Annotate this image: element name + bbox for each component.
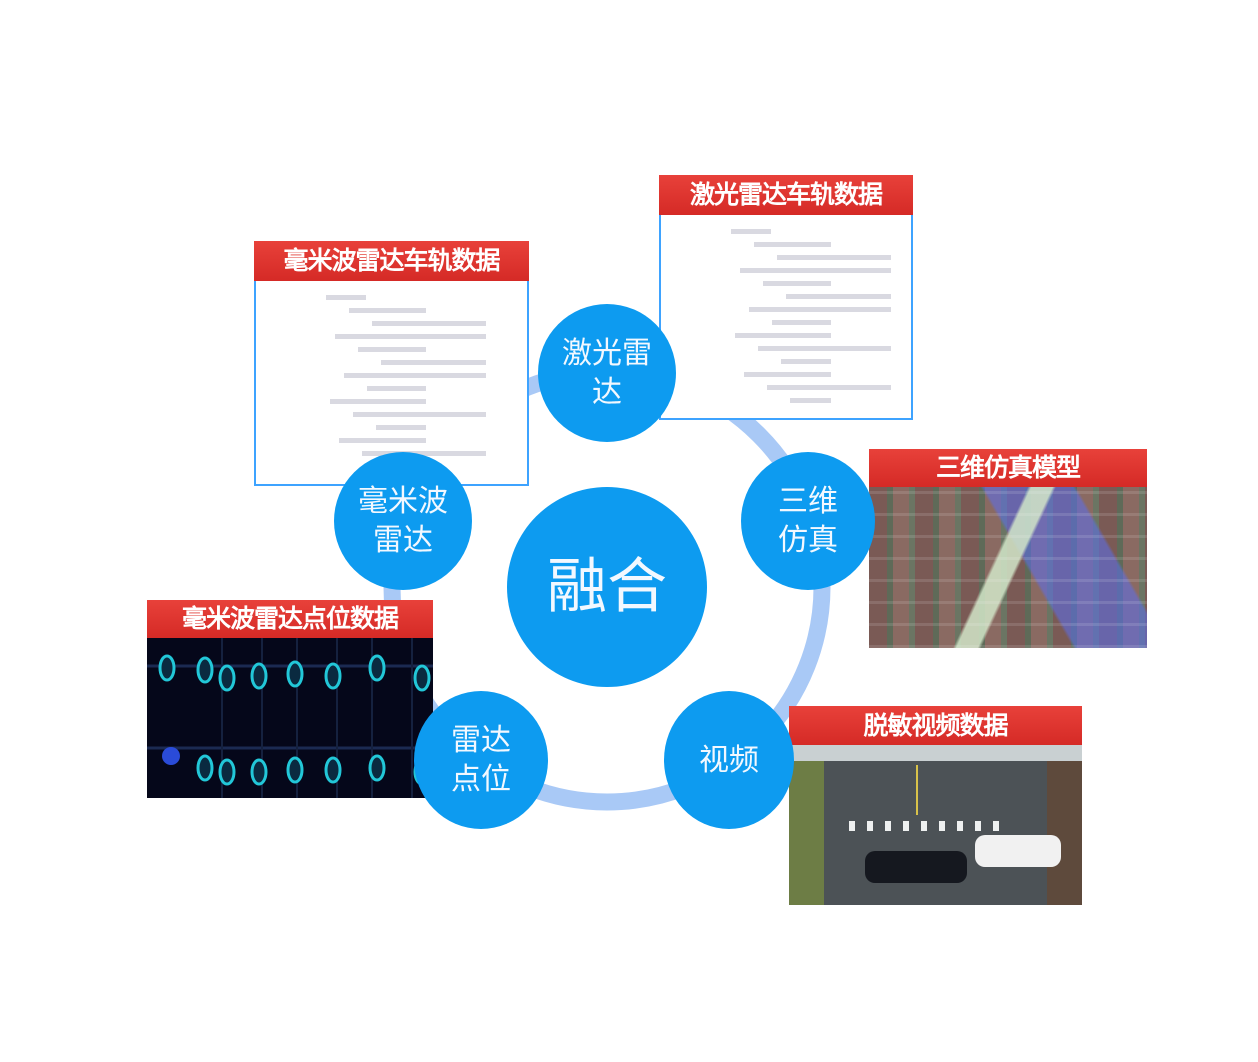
panel-title: 毫米波雷达车轨数据	[254, 241, 529, 281]
panel-lidar-track: 激光雷达车轨数据	[659, 175, 913, 420]
node-mmwave-radar: 毫米波雷达	[334, 452, 472, 590]
blurred-text-line	[749, 307, 891, 312]
blurred-text-line	[786, 294, 891, 299]
blurred-text-line	[362, 451, 486, 456]
blurred-text-line	[372, 321, 486, 326]
node-label: 激光雷达	[562, 336, 652, 410]
radar-marker	[250, 662, 268, 690]
blurred-text-line	[367, 386, 426, 391]
blurred-text-line	[754, 242, 831, 247]
selected-marker	[162, 747, 180, 765]
node-label: 三维仿真	[778, 484, 838, 558]
blurred-text-line	[758, 346, 891, 351]
blurred-text-line	[781, 359, 831, 364]
blurred-text-line	[358, 347, 426, 352]
radar-point-map	[147, 638, 433, 798]
panel-title: 毫米波雷达点位数据	[147, 600, 433, 638]
black-car	[865, 851, 967, 883]
blurred-text-line	[763, 281, 831, 286]
street-scene	[849, 765, 1061, 883]
blurred-text-line	[790, 398, 831, 403]
radar-marker	[286, 660, 304, 688]
radar-marker	[218, 664, 236, 692]
blurred-text-line	[353, 412, 486, 417]
panel-video: 脱敏视频数据	[789, 706, 1082, 905]
radar-marker	[196, 754, 214, 782]
blurred-text-line	[326, 295, 366, 300]
radar-marker	[324, 662, 342, 690]
panel-title: 三维仿真模型	[869, 449, 1147, 487]
panel-title: 激光雷达车轨数据	[659, 175, 913, 215]
node-3d-sim: 三维仿真	[741, 452, 875, 590]
radar-marker	[368, 654, 386, 682]
fusion-label: 融合	[547, 552, 667, 622]
node-video: 视频	[664, 691, 794, 829]
panel-sim-model: 三维仿真模型	[869, 449, 1147, 648]
radar-marker	[286, 756, 304, 784]
blurred-text-line	[740, 268, 891, 273]
blurred-text-line	[731, 229, 771, 234]
radar-map-image	[147, 638, 433, 798]
node-label: 视频	[699, 742, 759, 778]
blurred-text-line	[339, 438, 426, 443]
panel-radar-points: 毫米波雷达点位数据	[147, 600, 433, 798]
fusion-center-node: 融合	[507, 487, 707, 687]
radar-marker	[324, 756, 342, 784]
node-lidar: 激光雷达	[538, 304, 676, 442]
track-data-text	[254, 281, 529, 486]
blurred-text-line	[335, 334, 486, 339]
blurred-text-line	[777, 255, 891, 260]
panel-title: 脱敏视频数据	[789, 706, 1082, 745]
radar-marker	[413, 664, 431, 692]
node-radar-points: 雷达点位	[414, 691, 548, 829]
radar-marker	[368, 754, 386, 782]
radar-marker	[158, 654, 176, 682]
blurred-text-line	[344, 373, 486, 378]
radar-marker	[250, 758, 268, 786]
blurred-text-line	[330, 399, 426, 404]
track-data-text	[659, 215, 913, 420]
radar-marker	[196, 656, 214, 684]
3d-city-image	[869, 487, 1147, 648]
radar-marker	[218, 758, 236, 786]
white-car	[975, 835, 1061, 867]
blurred-text-line	[744, 372, 831, 377]
blurred-text-line	[381, 360, 486, 365]
blurred-text-line	[767, 385, 891, 390]
blurred-text-line	[772, 320, 831, 325]
blurred-text-line	[349, 308, 426, 313]
blurred-text-line	[376, 425, 426, 430]
panel-mmwave-track: 毫米波雷达车轨数据	[254, 241, 529, 486]
blurred-text-line	[735, 333, 831, 338]
node-label: 毫米波雷达	[358, 484, 448, 558]
street-video-image	[789, 745, 1082, 905]
node-label: 雷达点位	[451, 723, 511, 797]
